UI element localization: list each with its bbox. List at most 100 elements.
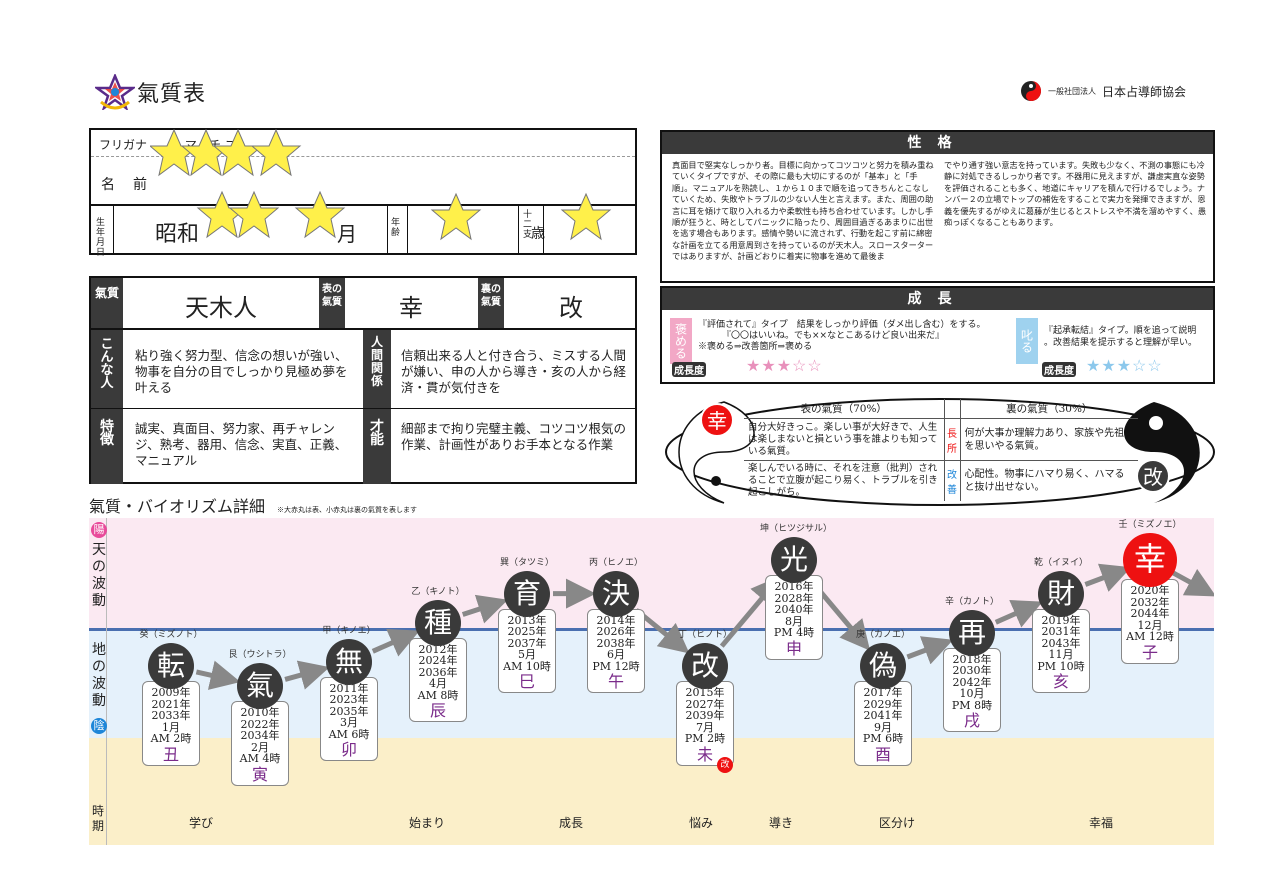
node-time: PM 6時 [862, 732, 904, 746]
birth-month-suffix: 月 [337, 222, 357, 246]
node-time: AM 12時 [1126, 630, 1174, 644]
biorhythm-node: 転 [148, 643, 194, 690]
zodiac-label: 十二支 [523, 210, 533, 240]
node-month: 6月 [607, 648, 625, 662]
node-month: 11月 [1048, 648, 1074, 662]
trend-arrow [1084, 563, 1132, 592]
yinyang-table: 表の氣質（70%） 裏の氣質（30%） 自分大好きっこ。楽しい事が大好きで、人生… [744, 399, 1138, 501]
period-label-item: 導き [769, 816, 794, 830]
node-year: 2033年 [151, 709, 191, 723]
node-month: 3月 [340, 716, 358, 730]
node-month: 1月 [162, 720, 180, 734]
who-text: 粘り強く努力型、信念の想いが強い、物事を自分の目でしっかり見極め夢を叶える [135, 348, 348, 395]
node-eto: 子 [1141, 642, 1158, 662]
back-label-1: 長所 [944, 418, 961, 461]
node-kana-label: 庚（カノエ） [855, 630, 910, 641]
back-value: 改 [559, 294, 583, 322]
trend-arrow [906, 636, 954, 665]
row-divider [91, 204, 635, 206]
scold-level-label: 成長度 [1042, 362, 1076, 377]
row-divider [91, 328, 635, 330]
age-suffix: 歳 [531, 226, 545, 242]
node-eto: 酉 [874, 744, 891, 764]
node-year: 2016年 [774, 580, 814, 594]
node-year: 2041年 [863, 709, 903, 723]
node-year: 2027年 [685, 697, 725, 711]
node-eto: 亥 [1052, 672, 1069, 692]
node-year: 2017年 [863, 686, 903, 700]
trait-label: 特徴 [91, 409, 123, 484]
biorhythm-node: 種 [415, 599, 461, 646]
profile-box: フリガナ マ チ コ 名前 生年月日 昭和 月 年齢 歳 十二支 [89, 128, 637, 258]
period-label-item: 始まり [409, 816, 446, 830]
page-title: 氣質表 [137, 82, 207, 107]
node-eto: 午 [607, 672, 624, 692]
front-title: 表の氣質（70%） [744, 399, 945, 419]
node-year: 2019年 [1041, 613, 1081, 627]
node-time: AM 4時 [239, 752, 281, 766]
node-kana-label: 辛（カノト） [944, 596, 999, 607]
node-year: 2032年 [1130, 595, 1170, 609]
org-logo-icon [1021, 81, 1041, 101]
personality-box: 性格 真面目で堅実なしっかり者。目標に向かってコツコツと努力を積み重ねていくタイ… [660, 130, 1215, 283]
trend-arrow [994, 600, 1043, 628]
back-mark-badge: 改 [717, 757, 733, 774]
biorhythm-node: 無 [326, 638, 372, 685]
node-eto: 丑 [162, 744, 179, 764]
node-eto: 卯 [340, 740, 357, 760]
praise-text-1: 『評価されて』タイプ 結果をしっかり評価（ダメ出し含む）をする。 [698, 320, 986, 330]
biorhythm-node: 偽 [860, 643, 906, 690]
personality-col-1: 真面目で堅実なしっかり者。目標に向かってコツコツと努力を積み重ねていくタイプです… [672, 160, 934, 262]
redaction-stars [150, 129, 611, 240]
node-year: 2018年 [952, 652, 992, 666]
node-year: 2028年 [774, 591, 814, 605]
dash-divider [91, 156, 635, 157]
period-label-item: 成長 [559, 816, 584, 830]
trend-arrow [461, 594, 508, 624]
node-month: 8月 [785, 614, 803, 628]
scold-text-1: 『起承転結』タイプ。順を追って説明 [1044, 326, 1197, 336]
yang-label: 陽 [91, 522, 107, 538]
node-year: 2035年 [329, 704, 369, 718]
node-kana-label: 巽（タツミ） [499, 557, 554, 568]
yinyang-panel: 幸 改 表の氣質（70%） 裏の氣質（30%） 自分大好きっこ。楽しい事が大好き… [664, 397, 1216, 507]
node-year: 2010年 [240, 706, 280, 720]
node-eto: 寅 [251, 764, 268, 784]
node-year: 2042年 [952, 675, 992, 689]
biorhythm-node: 幸 [1123, 533, 1177, 588]
biorhythm-node: 財 [1038, 570, 1084, 617]
node-time: AM 2時 [150, 732, 192, 746]
praise-stars: ★★★☆☆ [746, 356, 823, 375]
node-kana-label: 甲（キノエ） [322, 625, 376, 636]
col-divider [518, 204, 519, 253]
talent-text: 細部まで拘り完璧主義、コツコツ根気の作業、計画性がありお手本となる作業 [401, 421, 627, 452]
yin-label: 陰 [91, 718, 107, 734]
organization: 一般社団法人 日本占導師協会 [1020, 80, 1186, 102]
trend-arrow [284, 660, 330, 690]
node-year: 2038年 [596, 636, 636, 650]
col-divider [113, 204, 114, 253]
trend-arrow [1171, 568, 1214, 597]
node-time: PM 8時 [951, 698, 993, 712]
node-year: 2026年 [596, 625, 636, 639]
kishitsu-box: 氣質 天木人 表の氣質 幸 裏の氣質 改 こんな人 粘り強く努力型、信念の想いが… [89, 276, 637, 484]
node-eto: 未 [696, 744, 713, 764]
furigana-label: フリガナ [99, 138, 148, 152]
node-month: 12月 [1137, 618, 1163, 632]
scold-text-2: 。改善結果を提示すると理解が早い。 [1044, 338, 1198, 348]
node-month: 4月 [429, 677, 447, 691]
birth-era: 昭和 [155, 222, 200, 247]
age-label: 年齢 [391, 218, 401, 238]
back-label-2: 改善 [944, 460, 961, 501]
node-kana-label: 丁（ヒノト） [677, 630, 732, 641]
node-kana-label: 癸（ミズノト） [139, 630, 203, 641]
node-month: 7月 [696, 720, 714, 734]
node-month: 9月 [874, 720, 892, 734]
star-logo-icon [95, 74, 135, 110]
talent-label: 才能 [363, 409, 391, 484]
node-time: PM 10時 [1037, 659, 1085, 673]
